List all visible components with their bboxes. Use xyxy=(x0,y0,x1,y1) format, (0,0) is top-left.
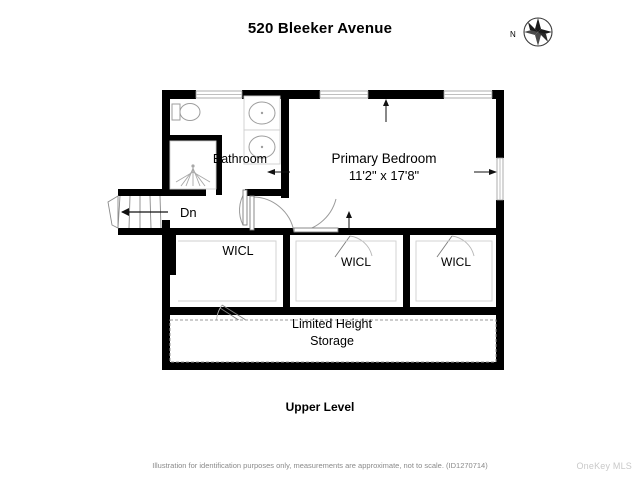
mls-logo: OneKey MLS xyxy=(576,461,632,471)
room-label-storage-line1: Limited Height xyxy=(292,317,372,331)
level-label: Upper Level xyxy=(285,400,355,414)
arrow-right-icon xyxy=(267,169,290,175)
door xyxy=(436,235,475,258)
room-dimensions-primary-bedroom: 11'2" x 17'8" xyxy=(349,168,420,183)
limited-height-storage-area xyxy=(169,319,497,363)
room-label-primary-bedroom: Primary Bedroom xyxy=(331,151,436,166)
room-label-wicl-main: WICL xyxy=(222,244,253,258)
floorplan-svg: Bathroom Primary Bedroom 11'2" x 17'8" W… xyxy=(107,90,504,370)
arrow-right-icon xyxy=(474,169,497,175)
arrow-left-icon xyxy=(121,208,168,216)
window xyxy=(195,90,243,99)
compass-north-label: N xyxy=(510,30,516,39)
page-title: 520 Bleeker Avenue xyxy=(247,20,393,37)
floorplan-canvas: Bathroom Primary Bedroom 11'2" x 17'8" W… xyxy=(0,60,640,390)
sink-icon xyxy=(243,129,281,165)
closet-shelves xyxy=(178,240,493,302)
toilet-icon xyxy=(171,103,201,121)
room-label-storage-line2: Storage xyxy=(310,334,354,348)
doors xyxy=(216,189,475,333)
compass-rose: N xyxy=(508,10,560,56)
compass-rose-icon xyxy=(523,17,553,47)
window xyxy=(319,90,369,99)
door xyxy=(293,198,339,233)
arrow-down-icon xyxy=(383,99,389,122)
sink-icon xyxy=(243,95,281,131)
shower-head-icon xyxy=(169,140,217,190)
stairs xyxy=(107,195,168,229)
interior-walls xyxy=(118,90,504,315)
door xyxy=(239,189,248,226)
stairs-direction-label: Dn xyxy=(180,205,197,220)
window xyxy=(496,157,504,201)
window xyxy=(443,90,493,99)
room-label-wicl-center: WICL xyxy=(341,255,371,269)
room-label-bathroom: Bathroom xyxy=(213,152,267,166)
door xyxy=(249,195,295,233)
dimension-arrows xyxy=(267,99,497,230)
door xyxy=(334,235,373,258)
disclaimer-text: Illustration for identification purposes… xyxy=(152,461,488,470)
bathroom-fixtures xyxy=(169,95,281,190)
arrow-down-icon xyxy=(346,211,352,230)
room-label-wicl-right: WICL xyxy=(441,255,471,269)
